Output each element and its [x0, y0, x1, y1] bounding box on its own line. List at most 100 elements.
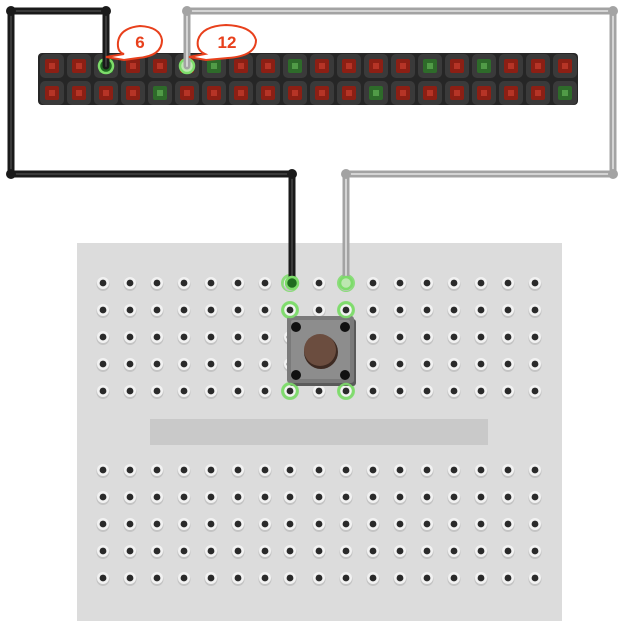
pin-center	[454, 63, 460, 69]
breadboard-hole	[504, 547, 512, 555]
breadboard-hole	[207, 333, 215, 341]
breadboard-hole	[504, 360, 512, 368]
breadboard-hole	[234, 466, 242, 474]
breadboard-hole	[450, 387, 458, 395]
pin-center	[238, 63, 244, 69]
breadboard-hole	[315, 493, 323, 501]
breadboard-hole	[477, 574, 485, 582]
breadboard-hole	[180, 574, 188, 582]
breadboard-hole	[369, 333, 377, 341]
breadboard-hole	[234, 387, 242, 395]
breadboard-hole	[261, 574, 269, 582]
breadboard-hole	[153, 493, 161, 501]
pin-center	[157, 63, 163, 69]
button-leg	[340, 322, 350, 332]
breadboard-hole	[423, 466, 431, 474]
breadboard-hole	[531, 547, 539, 555]
breadboard-hole	[286, 547, 294, 555]
breadboard-hole	[423, 333, 431, 341]
breadboard-hole	[423, 547, 431, 555]
breadboard-hole	[423, 574, 431, 582]
breadboard-hole	[234, 360, 242, 368]
breadboard-hole	[315, 466, 323, 474]
pin-callouts: 6 12	[105, 23, 258, 62]
pin-center	[535, 63, 541, 69]
breadboard-hole	[153, 306, 161, 314]
wire-black-bend	[287, 169, 297, 179]
breadboard-hole	[423, 279, 431, 287]
breadboard-hole	[450, 360, 458, 368]
button-leg-glow	[281, 301, 299, 319]
pin-center	[76, 63, 82, 69]
breadboard-hole	[286, 574, 294, 582]
breadboard-hole	[261, 306, 269, 314]
breadboard-hole	[99, 493, 107, 501]
breadboard-hole	[396, 333, 404, 341]
breadboard-hole	[342, 574, 350, 582]
breadboard-hole	[99, 333, 107, 341]
pin-center	[265, 90, 271, 96]
breadboard-hole	[531, 520, 539, 528]
breadboard-hole	[153, 547, 161, 555]
breadboard-hole	[477, 466, 485, 474]
breadboard-hole	[99, 306, 107, 314]
breadboard-hole	[369, 360, 377, 368]
breadboard-hole	[126, 466, 134, 474]
breadboard-hole	[180, 387, 188, 395]
pin-center	[454, 90, 460, 96]
breadboard-hole	[477, 387, 485, 395]
breadboard-hole	[423, 360, 431, 368]
breadboard-hole	[531, 466, 539, 474]
breadboard-hole	[369, 493, 377, 501]
breadboard-hole	[477, 520, 485, 528]
pin-center	[130, 63, 136, 69]
breadboard-hole	[477, 360, 485, 368]
breadboard-hole	[504, 387, 512, 395]
pin-center	[103, 90, 109, 96]
breadboard-hole	[342, 520, 350, 528]
breadboard-hole	[450, 520, 458, 528]
breadboard-hole	[477, 306, 485, 314]
pin-center	[481, 90, 487, 96]
breadboard-hole	[99, 547, 107, 555]
breadboard-hole	[286, 306, 294, 314]
pin-center	[427, 63, 433, 69]
breadboard-hole	[180, 333, 188, 341]
pin-center	[292, 90, 298, 96]
breadboard-hole	[153, 360, 161, 368]
breadboard-hole	[153, 387, 161, 395]
push-button	[281, 301, 356, 400]
pin-center	[319, 63, 325, 69]
breadboard-hole	[126, 493, 134, 501]
breadboard-hole	[207, 360, 215, 368]
breadboard-hole	[423, 520, 431, 528]
breadboard-hole	[207, 306, 215, 314]
breadboard-hole	[369, 574, 377, 582]
wire-black-bend	[101, 6, 111, 16]
breadboard-hole	[234, 306, 242, 314]
callout-label-6: 6	[135, 33, 144, 52]
breadboard-hole	[153, 333, 161, 341]
breadboard-hole	[396, 360, 404, 368]
wire-grey-bend	[341, 169, 351, 179]
breadboard-hole	[207, 547, 215, 555]
breadboard-hole	[126, 387, 134, 395]
callout-label-12: 12	[218, 33, 237, 52]
breadboard-hole	[99, 360, 107, 368]
breadboard-hole	[423, 306, 431, 314]
breadboard-hole	[450, 574, 458, 582]
breadboard-hole	[180, 547, 188, 555]
breadboard-hole	[450, 306, 458, 314]
pin-center	[373, 90, 379, 96]
pin-center	[535, 90, 541, 96]
pin-center	[265, 63, 271, 69]
breadboard-hole	[423, 493, 431, 501]
pin-center	[130, 90, 136, 96]
breadboard-hole	[369, 387, 377, 395]
breadboard-hole	[504, 279, 512, 287]
wire-grey-end	[338, 275, 354, 291]
breadboard-hole	[99, 520, 107, 528]
breadboard-hole	[396, 387, 404, 395]
breadboard-hole	[180, 466, 188, 474]
breadboard-hole	[126, 279, 134, 287]
